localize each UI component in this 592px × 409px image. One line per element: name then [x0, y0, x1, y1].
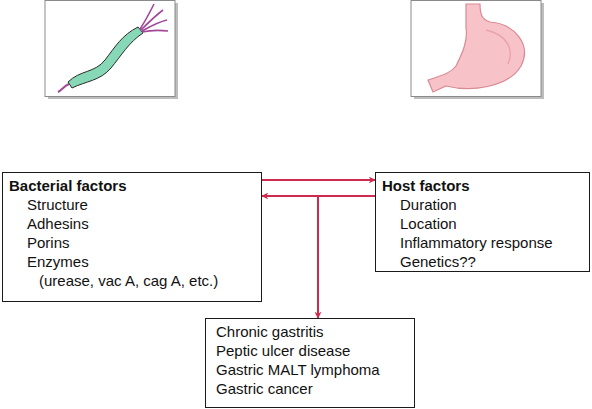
bacterium-body — [68, 27, 143, 88]
list-item: Porins — [3, 233, 261, 252]
arrow-connector — [262, 179, 375, 181]
list-item: Structure — [3, 195, 261, 214]
bacterium-panel — [45, 1, 178, 100]
factor-box: Bacterial factorsStructureAdhesinsPorins… — [2, 172, 262, 302]
stomach-shading — [486, 30, 510, 64]
box-heading: Bacterial factors — [3, 176, 261, 195]
factor-box: Host factorsDurationLocationInflammatory… — [375, 172, 590, 272]
bacterium-tail — [58, 84, 69, 92]
outcome-box: Chronic gastritisPeptic ulcer diseaseGas… — [205, 318, 415, 408]
list-item: Enzymes — [3, 252, 261, 271]
stomach-panel — [411, 1, 544, 100]
panel-frame — [411, 1, 541, 97]
stomach-shape — [428, 4, 524, 92]
list-item: Adhesins — [3, 214, 261, 233]
panel-frame — [45, 1, 175, 97]
list-item: Duration — [376, 195, 589, 214]
list-item: Peptic ulcer disease — [206, 341, 414, 360]
bacterium-flagella — [140, 4, 168, 32]
list-item: Gastric cancer — [206, 379, 414, 398]
list-item: Chronic gastritis — [206, 322, 414, 341]
arrow-connector — [262, 195, 375, 197]
list-item: Inflammatory response — [376, 233, 589, 252]
arrow-connector — [318, 196, 375, 318]
list-item: Location — [376, 214, 589, 233]
box-heading: Host factors — [376, 176, 589, 195]
list-item: (urease, vac A, cag A, etc.) — [3, 271, 261, 290]
list-item: Genetics?? — [376, 252, 589, 271]
list-item: Gastric MALT lymphoma — [206, 360, 414, 379]
